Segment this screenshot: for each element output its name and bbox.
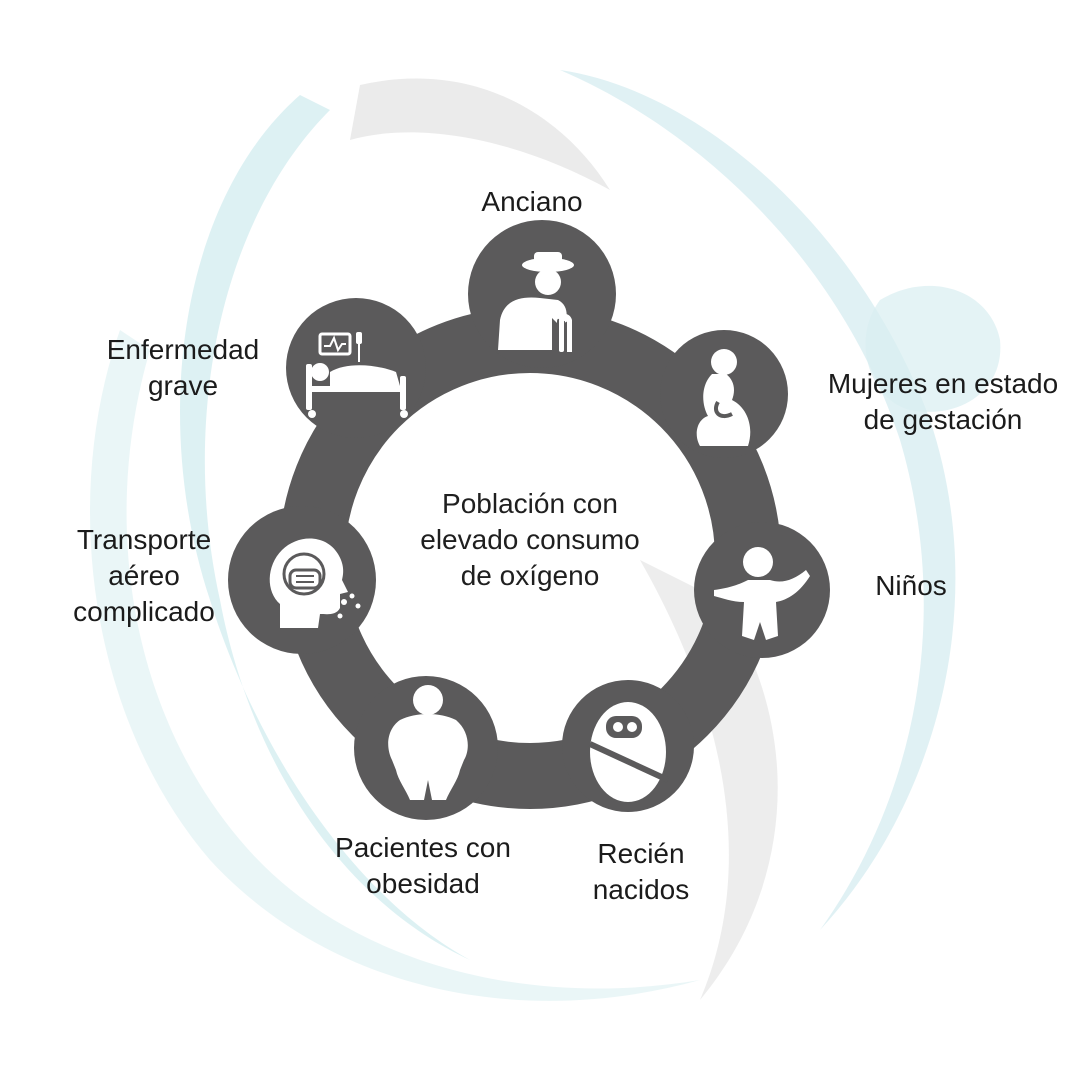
node-obesidad xyxy=(354,676,498,820)
label-obesidad: Pacientes con obesidad xyxy=(308,830,538,902)
node-gestacion xyxy=(660,330,788,458)
node-transporte xyxy=(228,506,376,654)
label-ninos: Niños xyxy=(836,568,986,604)
node-enfermedad xyxy=(286,298,426,438)
label-line: de gestación xyxy=(863,404,1023,435)
label-anciano: Anciano xyxy=(452,184,612,220)
label-line: Mujeres en estado xyxy=(827,368,1059,399)
label-line: Niños xyxy=(875,570,947,601)
label-line: nacidos xyxy=(592,874,690,905)
label-line: Pacientes con xyxy=(335,832,511,863)
label-line: obesidad xyxy=(366,868,480,899)
head-with-mask-icon xyxy=(269,538,361,628)
center-title-line: Población con xyxy=(442,488,618,519)
newborn-baby-icon xyxy=(588,702,670,802)
center-title: Población con elevado consumo de oxígeno xyxy=(405,486,655,594)
label-line: aéreo xyxy=(108,560,180,591)
obese-person-icon xyxy=(388,685,468,800)
label-line: Recién xyxy=(597,838,685,869)
child-icon xyxy=(714,547,810,640)
label-line: Enfermedad xyxy=(106,334,260,365)
pregnant-woman-icon xyxy=(696,349,751,446)
center-title-line: de oxígeno xyxy=(460,560,600,591)
label-line: Transporte xyxy=(76,524,212,555)
label-gestacion: Mujeres en estado de gestación xyxy=(808,366,1078,438)
node-anciano xyxy=(468,220,616,368)
center-title-line: elevado consumo xyxy=(420,524,640,555)
label-line: complicado xyxy=(73,596,215,627)
node-ninos xyxy=(694,522,830,658)
node-recien-nacidos xyxy=(562,680,694,812)
label-transporte: Transporte aéreo complicado xyxy=(54,522,234,630)
label-line: grave xyxy=(147,370,219,401)
label-enfermedad: Enfermedad grave xyxy=(88,332,278,404)
hospital-bed-icon xyxy=(306,332,408,418)
elderly-person-icon xyxy=(498,252,574,352)
label-recien-nacidos: Recién nacidos xyxy=(566,836,716,908)
label-line: Anciano xyxy=(481,186,583,217)
